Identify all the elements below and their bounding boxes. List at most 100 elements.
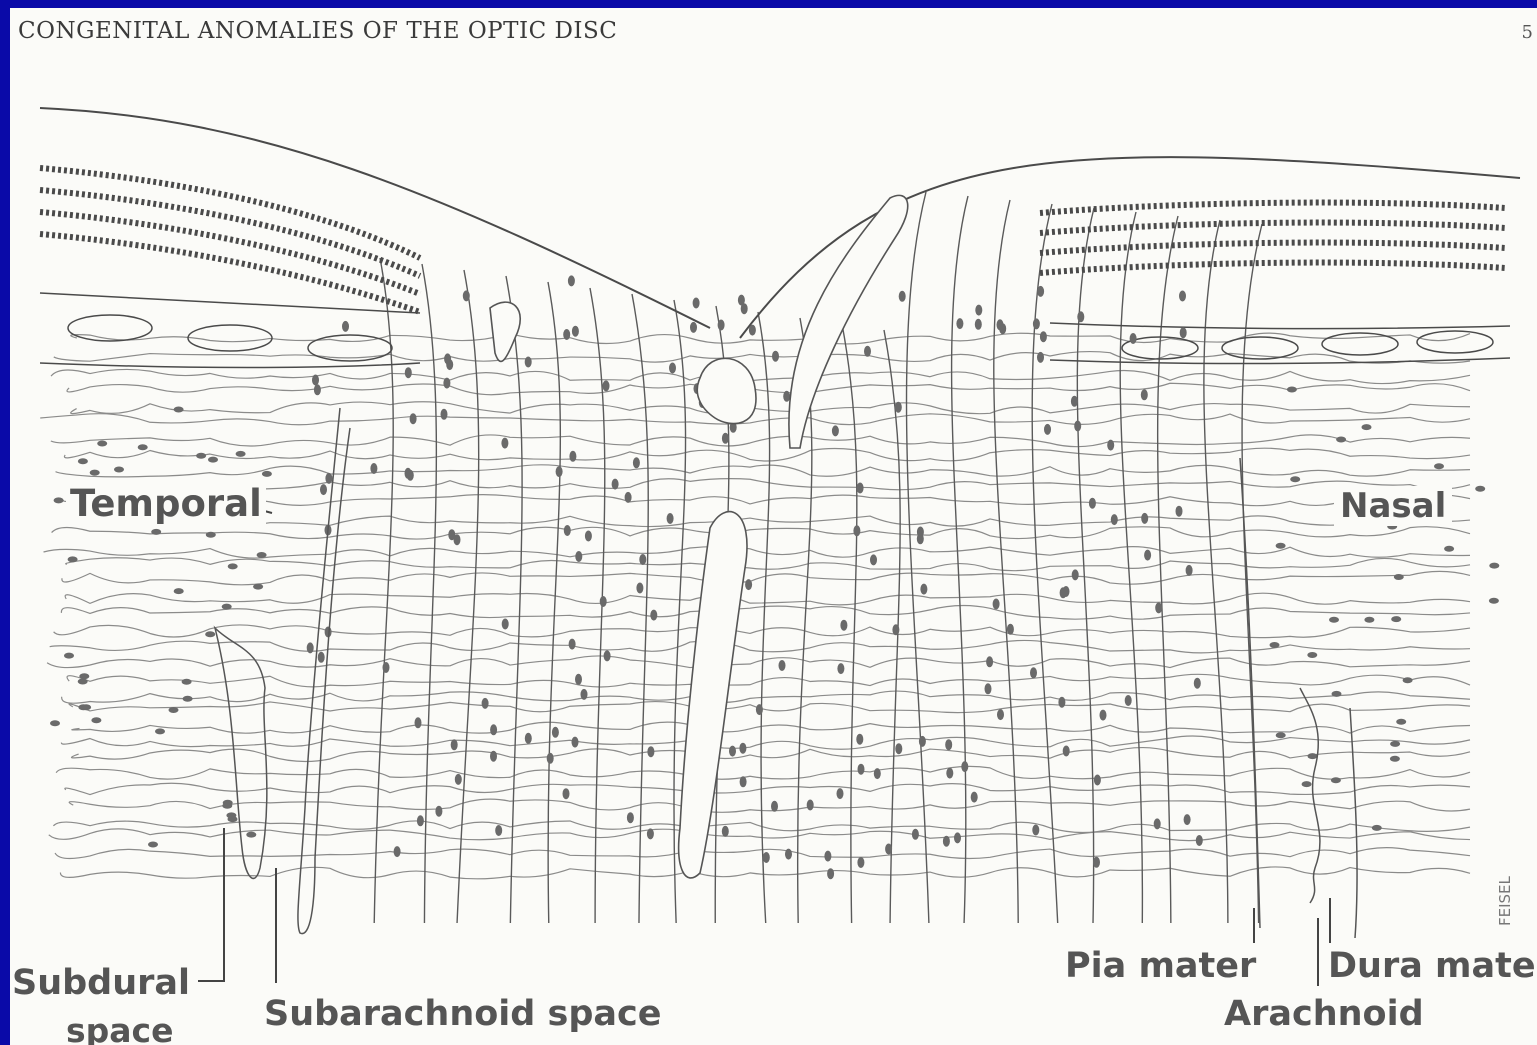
glial-nucleus bbox=[832, 425, 839, 436]
tissue-strand bbox=[65, 783, 1470, 794]
glial-nucleus bbox=[79, 673, 89, 679]
glial-nucleus bbox=[78, 679, 88, 685]
glial-nucleus bbox=[1196, 835, 1203, 846]
glial-nucleus bbox=[1396, 719, 1406, 725]
glial-nucleus bbox=[246, 832, 256, 838]
tissue-strand bbox=[40, 414, 1470, 425]
glial-nucleus bbox=[208, 457, 218, 463]
glial-nucleus bbox=[435, 806, 442, 817]
label-pia-mater: Pia mater bbox=[1065, 946, 1256, 986]
glial-nucleus bbox=[892, 624, 899, 635]
glial-nucleus bbox=[1179, 291, 1186, 302]
glial-nucleus bbox=[552, 727, 559, 738]
tissue-strand bbox=[70, 479, 1470, 490]
glial-nucleus bbox=[864, 346, 871, 357]
glial-nucleus bbox=[633, 457, 640, 468]
glial-nucleus bbox=[985, 683, 992, 694]
glial-nucleus bbox=[307, 642, 314, 653]
glial-nucleus bbox=[502, 619, 509, 630]
glial-nucleus bbox=[771, 801, 778, 812]
glial-nucleus bbox=[625, 492, 632, 503]
glial-nucleus bbox=[636, 583, 643, 594]
running-head: CONGENITAL ANOMALIES OF THE OPTIC DISC bbox=[18, 18, 617, 44]
glial-nucleus bbox=[451, 739, 458, 750]
glial-nucleus bbox=[1194, 678, 1201, 689]
glial-nucleus bbox=[64, 653, 74, 659]
glial-nucleus bbox=[1058, 697, 1065, 708]
glial-nucleus bbox=[856, 734, 863, 745]
photoreceptor-band-right bbox=[1040, 243, 1505, 253]
glial-nucleus bbox=[1125, 695, 1132, 706]
photoreceptor-band-right bbox=[1040, 223, 1505, 233]
glial-nucleus bbox=[114, 467, 124, 473]
glial-nucleus bbox=[783, 391, 790, 402]
vessel-loop bbox=[490, 302, 520, 361]
tissue-strand bbox=[47, 656, 1470, 668]
glial-nucleus bbox=[1270, 642, 1280, 648]
glial-nucleus bbox=[78, 704, 88, 710]
glial-nucleus bbox=[763, 852, 770, 863]
glial-nucleus bbox=[415, 717, 422, 728]
book-page: CONGENITAL ANOMALIES OF THE OPTIC DISC 5… bbox=[10, 8, 1537, 1045]
glial-nucleus bbox=[148, 842, 158, 848]
glial-nucleus bbox=[740, 776, 747, 787]
glial-nucleus bbox=[222, 803, 232, 809]
glial-nucleus bbox=[547, 753, 554, 764]
glial-nucleus bbox=[729, 746, 736, 757]
tissue-strand bbox=[64, 448, 1470, 461]
glial-nucleus bbox=[603, 380, 610, 391]
glial-nucleus bbox=[895, 743, 902, 754]
glial-nucleus bbox=[205, 631, 215, 637]
glial-nucleus bbox=[1155, 602, 1162, 613]
glial-nucleus bbox=[722, 826, 729, 837]
glial-nucleus bbox=[1107, 440, 1114, 451]
glial-nucleus bbox=[455, 774, 462, 785]
tissue-strand bbox=[56, 766, 1470, 779]
glial-nucleus bbox=[779, 660, 786, 671]
glial-nucleus bbox=[575, 551, 582, 562]
glial-nucleus bbox=[1403, 677, 1413, 683]
glial-nucleus bbox=[174, 588, 184, 594]
meningeal-sheaths bbox=[215, 408, 1357, 938]
glial-nucleus bbox=[1276, 543, 1286, 549]
glial-nucleus bbox=[50, 720, 60, 726]
glial-nucleus bbox=[257, 552, 267, 558]
glial-nucleus bbox=[490, 724, 497, 735]
fiber-bundle bbox=[548, 282, 560, 923]
label-temporal: Temporal bbox=[66, 482, 266, 525]
retina-layers bbox=[40, 108, 1520, 368]
glial-nucleus bbox=[1093, 857, 1100, 868]
glial-nucleus bbox=[320, 484, 327, 495]
fiber-bundle bbox=[952, 196, 968, 923]
glial-nucleus bbox=[956, 318, 963, 329]
glial-nucleus bbox=[1089, 498, 1096, 509]
fiber-bundle bbox=[1204, 220, 1228, 923]
central-vessels bbox=[490, 195, 908, 878]
glial-nucleus bbox=[1071, 396, 1078, 407]
glial-nucleus bbox=[495, 825, 502, 836]
glial-nucleus bbox=[1336, 437, 1346, 443]
tissue-strand bbox=[71, 748, 1470, 762]
glial-nucleus bbox=[91, 717, 101, 723]
glial-nucleus bbox=[785, 849, 792, 860]
fiber-bundle bbox=[994, 200, 1018, 923]
glial-nucleus bbox=[1032, 825, 1039, 836]
label-subarachnoid-space: Subarachnoid space bbox=[264, 994, 662, 1034]
glial-nucleus bbox=[1141, 513, 1148, 524]
glial-nucleus bbox=[1033, 318, 1040, 329]
glial-nucleus bbox=[1154, 818, 1161, 829]
choroidal-vessel bbox=[188, 325, 272, 351]
glial-nucleus bbox=[1390, 741, 1400, 747]
tissue-strand bbox=[66, 558, 1470, 571]
glial-nucleus bbox=[525, 357, 532, 368]
glial-nucleus bbox=[945, 739, 952, 750]
glial-nucleus bbox=[997, 709, 1004, 720]
tissue-strand bbox=[71, 402, 1470, 414]
glial-nucleus bbox=[1063, 746, 1070, 757]
glial-nucleus bbox=[463, 290, 470, 301]
glial-nucleus bbox=[895, 402, 902, 413]
glial-nucleus bbox=[155, 728, 165, 734]
glial-nucleus bbox=[1372, 825, 1382, 831]
choroidal-vessel bbox=[1322, 333, 1398, 355]
choroidal-vessel bbox=[308, 335, 392, 361]
